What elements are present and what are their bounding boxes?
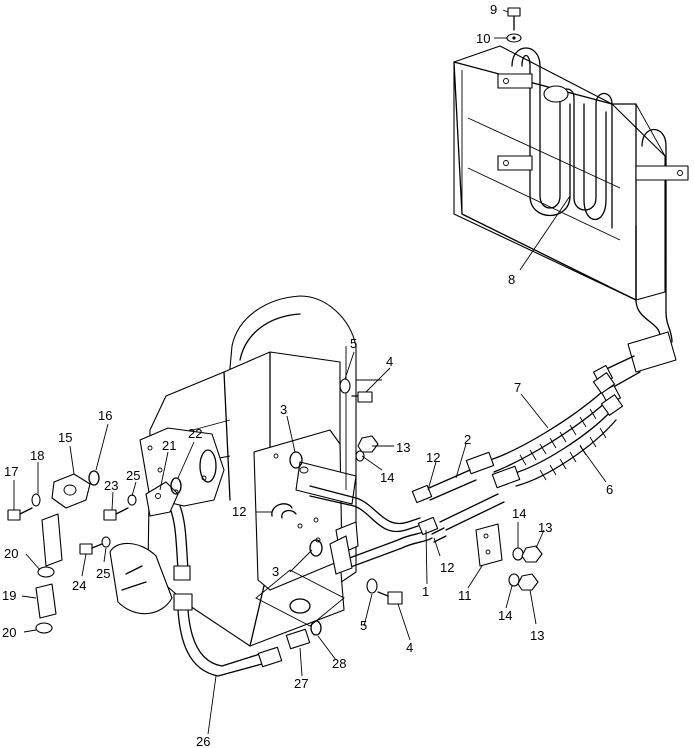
callout-labels: 9 10 8 7 6 5 4 3 13 14 2 12 12 12 1 11 1… [2, 2, 613, 748]
leader-lines [13, 9, 607, 735]
callout-27: 27 [294, 676, 308, 691]
callout-16: 16 [98, 408, 112, 423]
callout-14-right-upper: 14 [512, 506, 526, 521]
callout-25-lower: 25 [96, 566, 110, 581]
callout-12-upper: 12 [426, 450, 440, 465]
callout-25-upper: 25 [126, 468, 140, 483]
callout-28: 28 [332, 656, 346, 671]
callout-13-right-lower: 13 [530, 628, 544, 643]
callout-5-upper: 5 [350, 336, 357, 351]
callout-13-upper: 13 [396, 440, 410, 455]
callout-8: 8 [508, 272, 515, 287]
callout-26: 26 [196, 734, 210, 748]
callout-5-lower: 5 [360, 618, 367, 633]
callout-23: 23 [104, 478, 118, 493]
callout-20-lower: 20 [2, 625, 16, 640]
callout-21: 21 [162, 438, 176, 453]
callout-6: 6 [606, 482, 613, 497]
callout-4-upper: 4 [386, 354, 393, 369]
callout-12-left: 12 [232, 504, 246, 519]
callout-18: 18 [30, 448, 44, 463]
callout-4-lower: 4 [406, 640, 413, 655]
callout-19: 19 [2, 588, 16, 603]
callout-12-right: 12 [440, 560, 454, 575]
oil-cooler-core [453, 7, 689, 301]
callout-17: 17 [4, 464, 18, 479]
main-pipes [169, 372, 624, 677]
callout-3-upper: 3 [280, 402, 287, 417]
callout-14-right-lower: 14 [498, 608, 512, 623]
callout-24: 24 [72, 578, 86, 593]
callout-13-right-upper: 13 [538, 520, 552, 535]
callout-1: 1 [422, 584, 429, 599]
callout-7: 7 [514, 380, 521, 395]
transmission-housing [109, 295, 382, 647]
callout-15: 15 [58, 430, 72, 445]
callout-3-lower: 3 [272, 564, 279, 579]
callout-10: 10 [476, 31, 490, 46]
callout-14-upper: 14 [380, 470, 394, 485]
callout-2: 2 [464, 432, 471, 447]
callout-11: 11 [458, 588, 472, 603]
callout-9: 9 [490, 2, 497, 17]
callout-22: 22 [188, 426, 202, 441]
callout-20-upper: 20 [4, 546, 18, 561]
